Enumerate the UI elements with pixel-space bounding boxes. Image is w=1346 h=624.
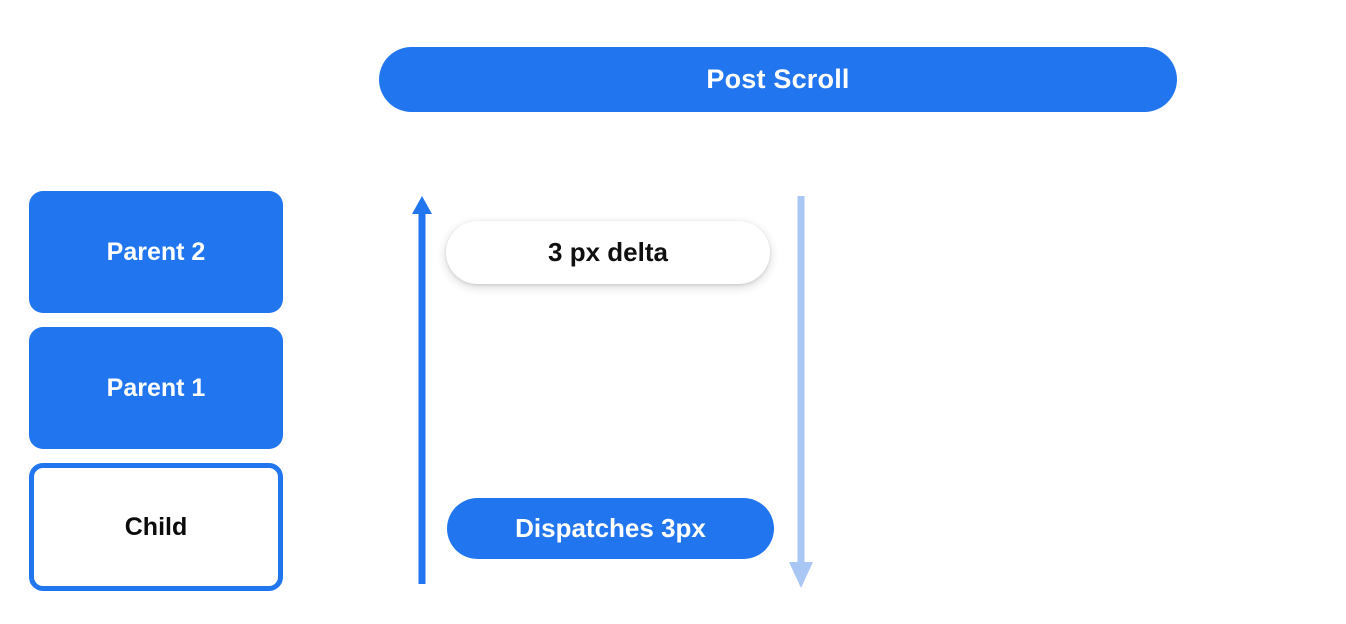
dispatch-pill-label: Dispatches 3px xyxy=(515,513,706,543)
delta-pill-label: 3 px delta xyxy=(548,237,668,267)
node-box-parent-2-label: Parent 2 xyxy=(106,237,206,266)
node-box-parent-1-label: Parent 1 xyxy=(106,373,206,402)
scroll-propagation-arrow-icon xyxy=(789,196,813,588)
bubble-up-arrow-icon xyxy=(412,196,432,584)
post-scroll-header-label: Post Scroll xyxy=(706,64,850,94)
dispatch-pill: Dispatches 3px xyxy=(447,498,774,559)
node-box-child-label: Child xyxy=(124,512,188,541)
node-box-parent-2: Parent 2 xyxy=(29,191,283,313)
node-stack: Parent 2 Parent 1 Child xyxy=(29,191,283,591)
node-box-parent-1: Parent 1 xyxy=(29,327,283,449)
post-scroll-header: Post Scroll xyxy=(379,47,1177,112)
delta-pill: 3 px delta xyxy=(446,221,770,284)
node-box-child: Child xyxy=(29,463,283,591)
